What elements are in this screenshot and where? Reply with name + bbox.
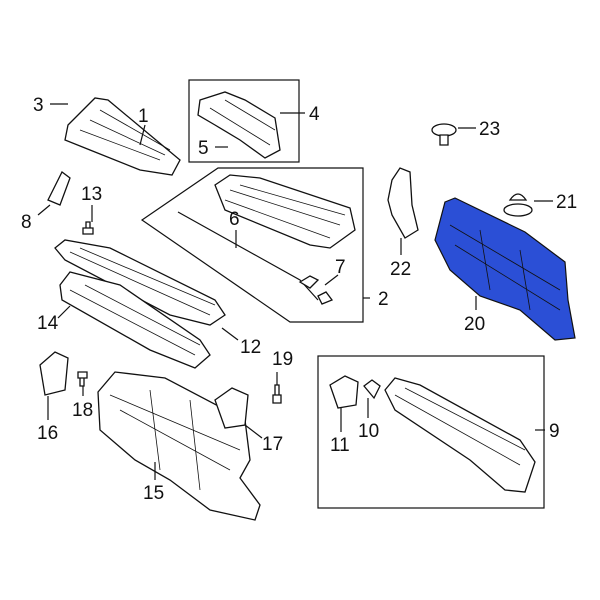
callout-21[interactable]: 21 [556, 192, 577, 213]
part-4-cowl-side[interactable] [197, 91, 281, 159]
group-box-9 [317, 355, 545, 509]
part-17-bracket[interactable] [214, 387, 249, 429]
callout-13[interactable]: 13 [81, 184, 102, 205]
part-12-reinforcement[interactable] [54, 239, 226, 326]
part-10-clip[interactable] [363, 379, 381, 400]
callout-17[interactable]: 17 [262, 434, 283, 455]
part-19-bolt[interactable] [272, 384, 282, 404]
callout-7[interactable]: 7 [335, 257, 346, 278]
callout-20[interactable]: 20 [464, 314, 485, 335]
part-8-bracket[interactable] [47, 171, 71, 206]
callout-9[interactable]: 9 [549, 421, 560, 442]
part-1-cowl-top-panel[interactable] [64, 97, 181, 176]
part-18-bolt[interactable] [77, 371, 88, 387]
leader-lines [37, 103, 553, 480]
callout-11[interactable]: 11 [330, 435, 350, 456]
part-20-dash-insulator[interactable] [434, 197, 576, 341]
callout-10[interactable]: 10 [358, 421, 379, 442]
callout-18[interactable]: 18 [72, 400, 93, 421]
callout-19[interactable]: 19 [272, 349, 293, 370]
callout-6[interactable]: 6 [229, 209, 240, 230]
callout-3[interactable]: 3 [33, 95, 44, 116]
part-7-clip[interactable] [298, 275, 334, 305]
part-9-cross-member[interactable] [384, 377, 536, 493]
part-23-grommet[interactable] [431, 123, 457, 146]
part-21-plug[interactable] [503, 193, 533, 217]
callout-2[interactable]: 2 [378, 289, 389, 310]
callout-22[interactable]: 22 [390, 259, 411, 280]
callout-14[interactable]: 14 [37, 313, 59, 334]
group-box-4 [188, 79, 300, 163]
part-2-cowl-panel[interactable] [214, 174, 356, 249]
part-11-bracket[interactable] [329, 375, 359, 409]
callout-4[interactable]: 4 [309, 104, 320, 125]
callout-8[interactable]: 8 [21, 212, 32, 233]
callout-labels: 1 2 3 4 5 6 7 8 9 10 11 12 13 14 15 16 1… [21, 95, 577, 504]
part-16-bracket[interactable] [39, 351, 69, 396]
part-14-extension[interactable] [59, 271, 211, 369]
part-22-bracket[interactable] [387, 167, 419, 239]
callout-1[interactable]: 1 [138, 106, 149, 127]
callout-16[interactable]: 16 [37, 423, 58, 444]
callout-23[interactable]: 23 [479, 119, 500, 140]
part-6-drain-hose[interactable] [177, 211, 319, 301]
callout-12[interactable]: 12 [240, 337, 261, 358]
callout-5[interactable]: 5 [198, 138, 209, 159]
group-box-2 [140, 167, 364, 323]
part-13-bolt[interactable] [82, 221, 94, 235]
callout-15[interactable]: 15 [143, 483, 164, 504]
